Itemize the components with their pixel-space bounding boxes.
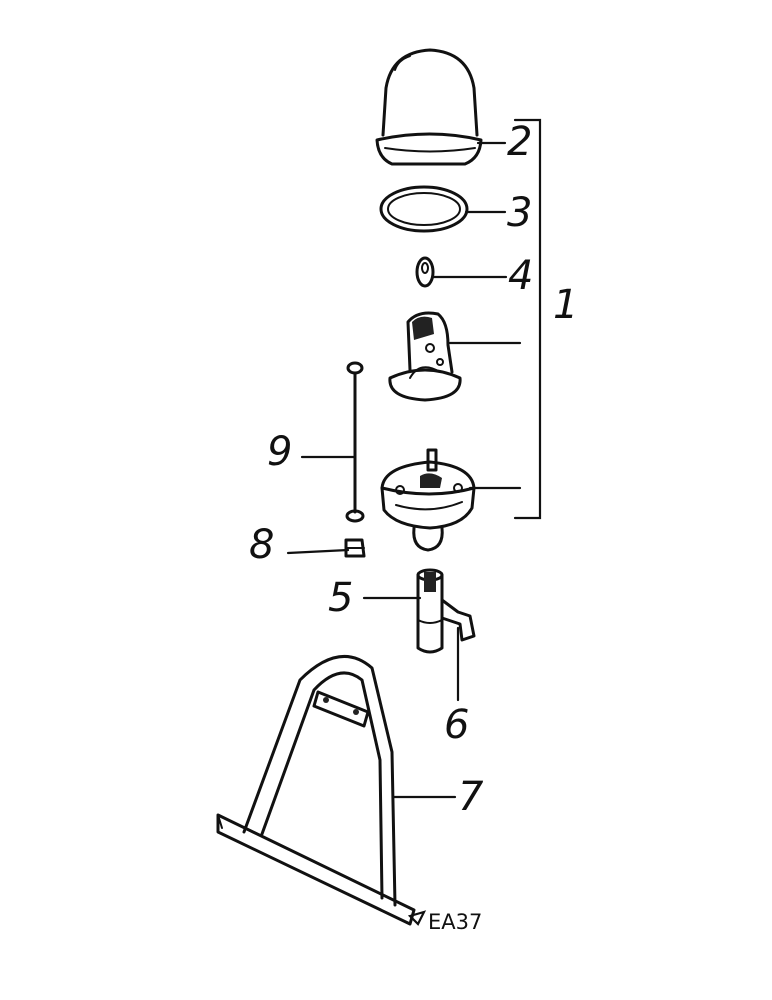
callout-9: 9: [267, 429, 292, 475]
part-3-gasket-ring: [379, 185, 469, 233]
part-5-mounting-tube: [416, 568, 444, 654]
drawing-code: EA37: [428, 910, 482, 934]
callout-labels: 1 2 3 4 5 6 7 8 9 EA37: [249, 119, 578, 934]
part-9-rod: [345, 361, 365, 523]
callout-3: 3: [507, 190, 532, 236]
part-2-lens-dome: [375, 48, 483, 166]
leader-lines: [286, 118, 542, 926]
callout-8: 8: [249, 522, 274, 568]
motor-base-assembly: [380, 448, 476, 552]
callout-1: 1: [553, 282, 578, 328]
callout-7: 7: [458, 774, 484, 820]
callout-2: 2: [507, 119, 532, 165]
part-8-nut: [344, 538, 366, 558]
part-7-mounting-frame: [216, 654, 416, 926]
callout-5: 5: [328, 575, 353, 621]
callout-4: 4: [508, 253, 533, 299]
part-4-bulb: [415, 256, 435, 288]
reflector-assembly: [388, 311, 462, 402]
callout-6: 6: [444, 702, 469, 748]
part-6-bracket: [440, 598, 476, 642]
